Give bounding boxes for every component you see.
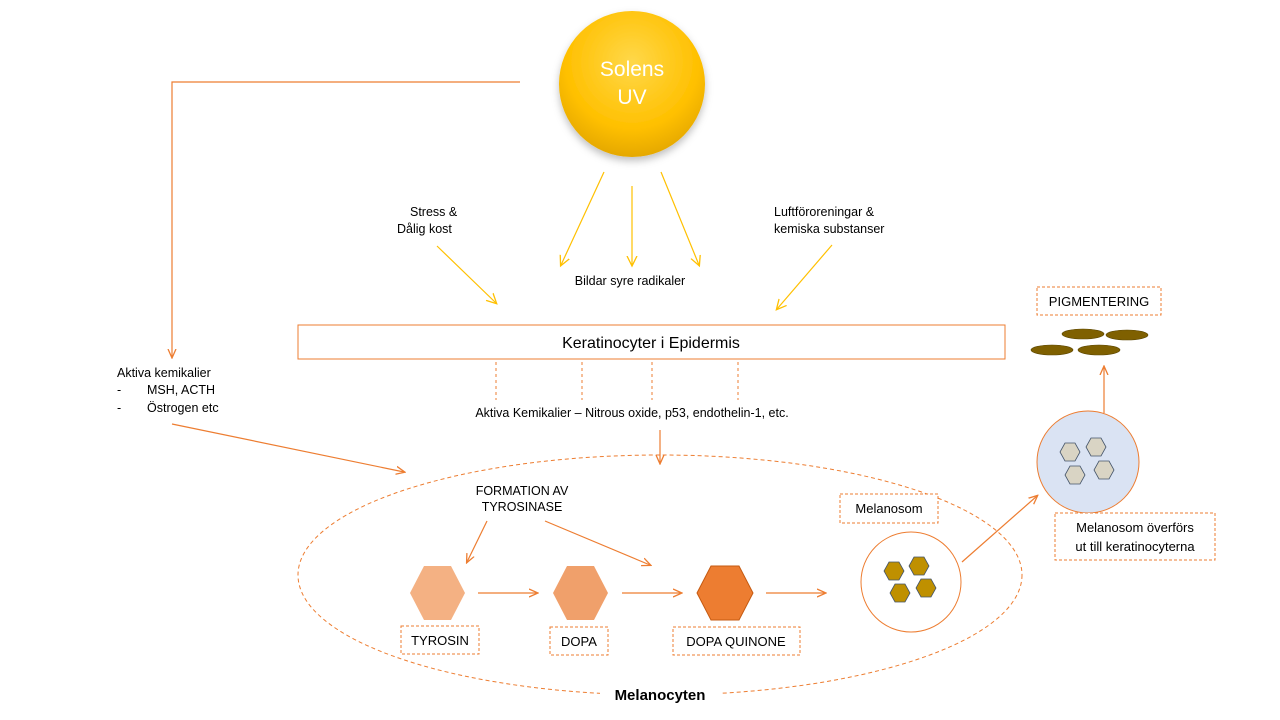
melanosom-label-frame	[839, 493, 939, 524]
transfer-label-box: Melanosom överförs ut till keratinocyter…	[1054, 512, 1216, 561]
dopa-hexagon	[553, 566, 608, 620]
active-chemicals-left-title: Aktiva kemikalier	[117, 366, 211, 380]
dopa-quinone-hexagon	[696, 565, 754, 621]
dopa-label-box: DOPA	[549, 626, 609, 656]
keratinocytes-box-frame	[297, 324, 1006, 360]
stress-arrow	[436, 245, 496, 303]
pigment-granules	[1030, 328, 1149, 356]
pigment-granule-3	[1030, 344, 1074, 356]
melanin-granule-4	[915, 578, 937, 598]
active-chemicals-left-bullet-1: -	[117, 383, 121, 397]
transfer-label-line1: Melanosom överförs	[1076, 520, 1194, 535]
sun-arrow-left	[561, 171, 605, 265]
stress-label-line2: Dålig kost	[397, 222, 452, 236]
active-chemicals-left: Aktiva kemikalier - MSH, ACTH - Östrogen…	[117, 366, 219, 415]
pale-granule-4	[1093, 460, 1115, 480]
tyrosin-label-box: TYROSIN	[400, 625, 480, 655]
sun-label-line1: Solens	[600, 58, 664, 81]
melanocyten-label-bg	[600, 684, 720, 706]
dopa-quinone-label: DOPA QUINONE	[686, 634, 786, 649]
formation-label-line1: FORMATION AV	[476, 484, 569, 498]
pale-granule-3	[1064, 465, 1086, 485]
transfer-label-frame	[1054, 512, 1216, 561]
pigmentering-label-frame	[1036, 286, 1162, 316]
sun-to-chemicals-connector	[172, 81, 520, 357]
pigmentering-label: PIGMENTERING	[1049, 294, 1149, 309]
formation-arrow-left	[467, 520, 488, 562]
formation-label-line2: TYROSINASE	[482, 500, 563, 514]
left-chemicals-arrow	[171, 423, 404, 472]
melanin-granule-3	[889, 583, 911, 603]
tyrosin-hexagon	[410, 566, 465, 620]
sun-arrow-right	[660, 171, 699, 265]
tyrosin-label: TYROSIN	[411, 633, 469, 648]
melanosom-vesicle	[860, 531, 962, 633]
transferred-melanosom-outline	[1036, 410, 1140, 514]
pigment-granule-1	[1061, 328, 1105, 340]
dopa-quinone-label-frame	[672, 626, 801, 656]
keratinocytes-box: Keratinocyter i Epidermis	[297, 324, 1006, 360]
oxygen-radicals-label: Bildar syre radikaler	[575, 274, 685, 288]
melanosom-vesicle-outline	[860, 531, 962, 633]
pigment-granule-4	[1077, 344, 1121, 356]
tyrosin-label-frame	[400, 625, 480, 655]
dopa-label-frame	[549, 626, 609, 656]
formation-arrow-right	[544, 520, 650, 565]
transferred-melanosom	[1036, 410, 1140, 514]
stress-label-line1: Stress &	[410, 205, 458, 219]
melanosom-transfer-arrow	[961, 496, 1037, 563]
sun-node: Solens UV	[559, 11, 705, 157]
dopa-quinone-label-box: DOPA QUINONE	[672, 626, 801, 656]
sun-circle	[559, 11, 705, 157]
pale-granule-2	[1085, 437, 1107, 457]
pigmentering-label-box: PIGMENTERING	[1036, 286, 1162, 316]
melanin-granule-1	[883, 561, 905, 581]
pollution-label-line2: kemiska substanser	[774, 222, 884, 236]
melanosom-label: Melanosom	[855, 501, 922, 516]
active-chemicals-left-bullet-2: -	[117, 401, 121, 415]
pollution-label-line1: Luftföroreningar &	[774, 205, 875, 219]
pollution-arrow	[777, 244, 833, 309]
keratinocytes-label: Keratinocyter i Epidermis	[562, 335, 740, 352]
pale-granule-1	[1059, 442, 1081, 462]
pigment-granule-2	[1105, 329, 1149, 341]
active-chemicals-center-label: Aktiva Kemikalier – Nitrous oxide, p53, …	[475, 406, 788, 420]
melanosom-label-box: Melanosom	[839, 493, 939, 524]
melanin-granule-2	[908, 556, 930, 576]
active-chemicals-left-item-1: MSH, ACTH	[147, 383, 215, 397]
sun-label-line2: UV	[617, 86, 646, 109]
transfer-label-line2: ut till keratinocyterna	[1075, 539, 1195, 554]
dopa-label: DOPA	[561, 634, 597, 649]
melanocyten-label: Melanocyten	[615, 687, 706, 704]
active-chemicals-left-item-2: Östrogen etc	[147, 401, 219, 415]
